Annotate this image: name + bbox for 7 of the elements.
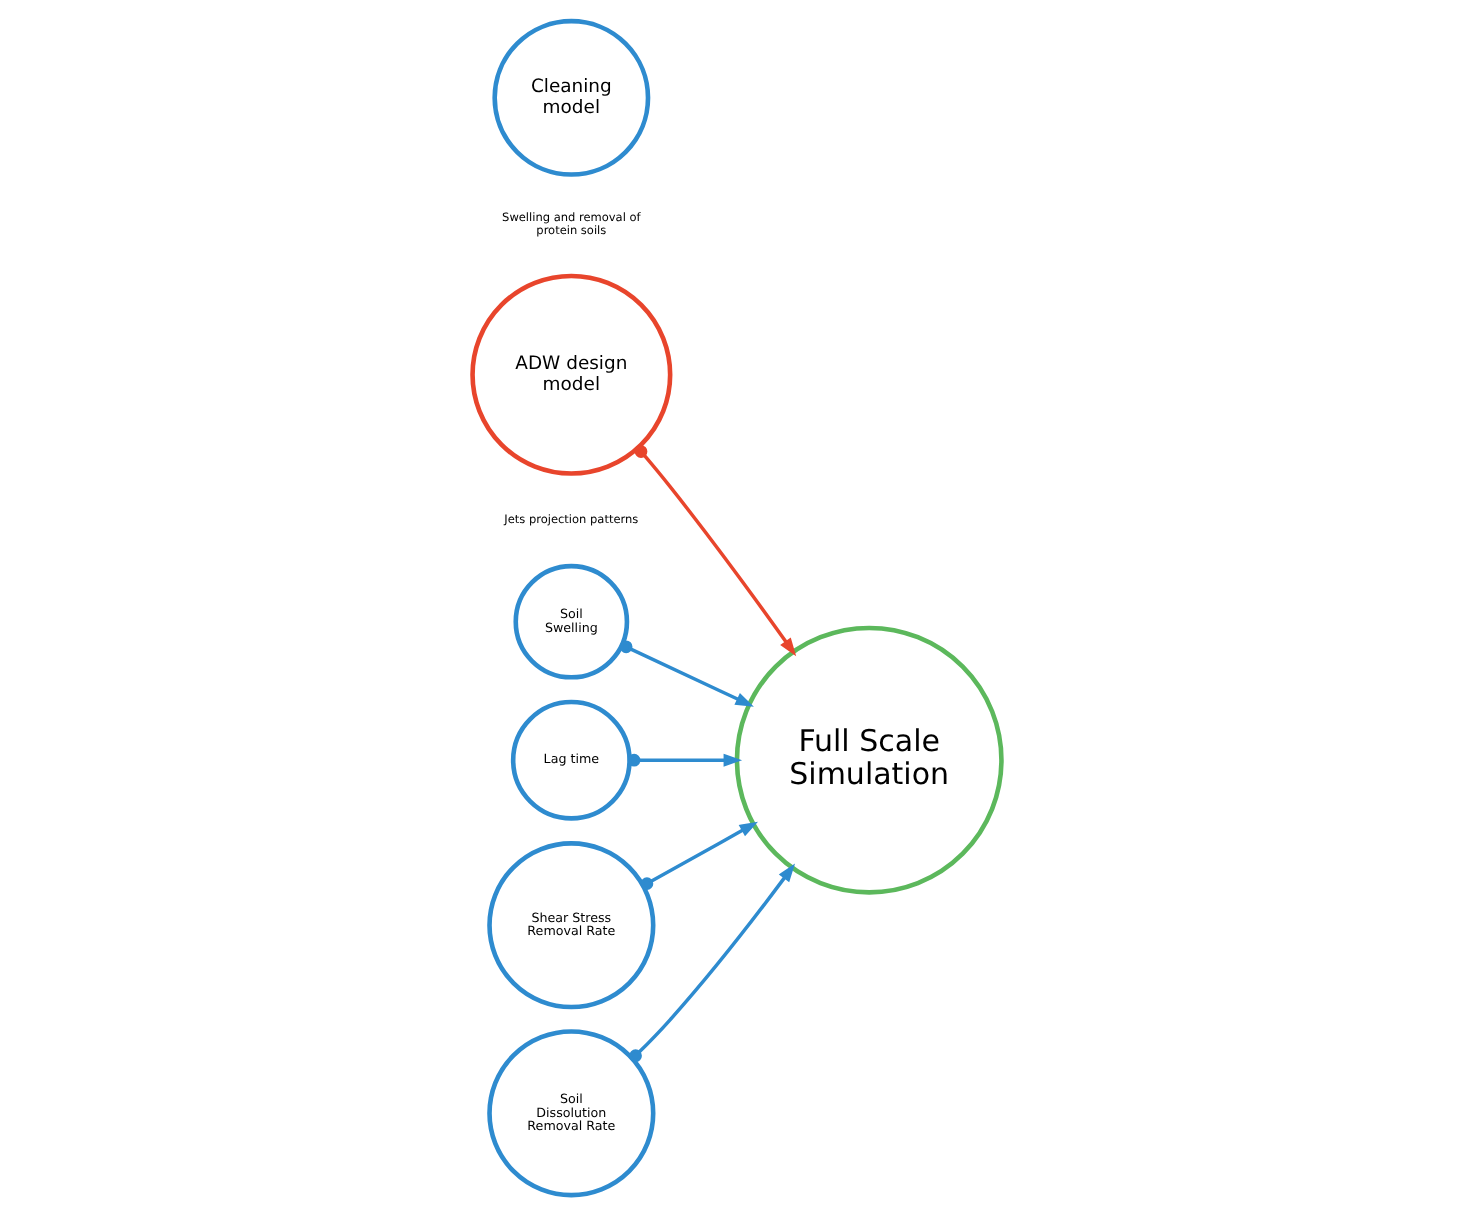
arrow	[626, 753, 742, 767]
node-circle: Cleaning model	[491, 18, 650, 177]
arrow	[639, 821, 757, 890]
arrow	[628, 863, 795, 1062]
arrow	[633, 445, 796, 657]
arrow	[618, 640, 753, 707]
node-circle: ADW design model	[469, 273, 672, 476]
